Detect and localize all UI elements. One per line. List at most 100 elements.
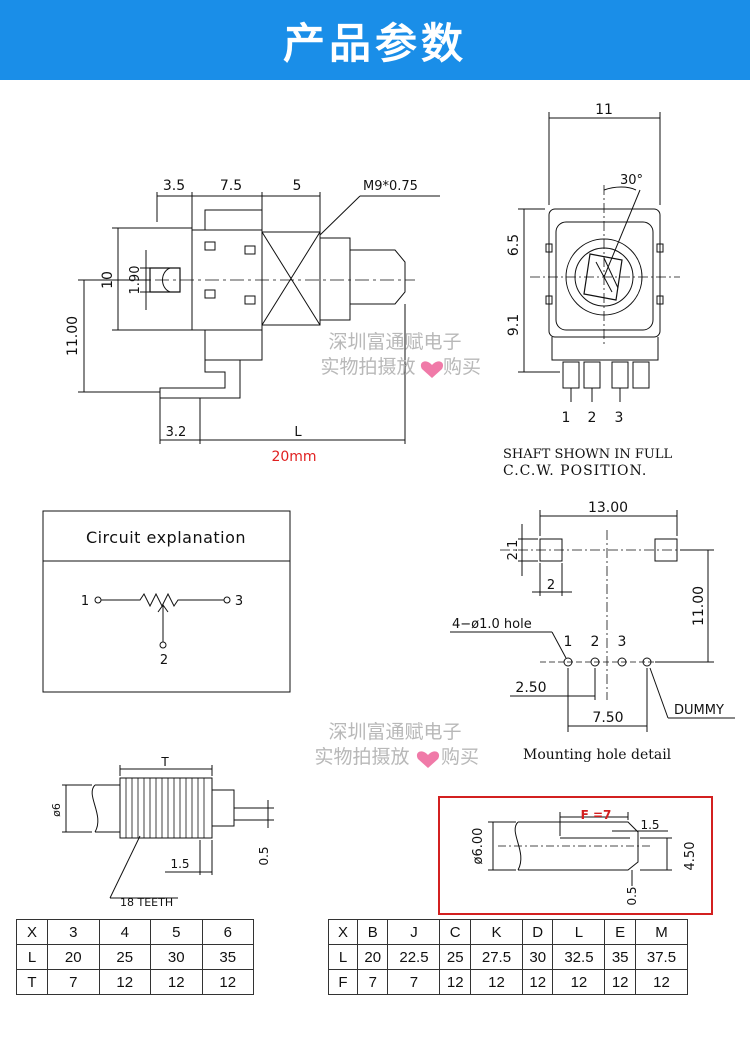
front-pin-2: 2 <box>588 410 597 426</box>
shaft-caption-1: SHAFT SHOWN IN FULL <box>503 447 672 462</box>
table-cell: 20 <box>356 944 389 970</box>
table-cell: 12 <box>521 969 554 995</box>
spec-table-right: X B J C K D L E M L 20 22.5 25 27.5 30 3… <box>328 919 689 995</box>
dim-7-5: 7.5 <box>220 178 242 194</box>
table-cell: T <box>16 969 48 995</box>
dim-13-00: 13.00 <box>588 500 628 516</box>
table-cell: 30 <box>150 944 203 970</box>
table-cell: M <box>634 919 689 945</box>
table-cell: 22.5 <box>387 944 441 970</box>
table-cell: C <box>439 919 471 945</box>
mounting-caption: Mounting hole detail <box>523 747 672 763</box>
watermark2-line-1: 深圳富通赋电子 <box>328 721 461 743</box>
table-cell: E <box>604 919 636 945</box>
table-cell: 25 <box>98 944 151 970</box>
heart-icon-2 <box>416 751 440 768</box>
table-row: X 3 4 5 6 <box>16 919 254 945</box>
table-cell: F <box>328 969 358 995</box>
table-cell: 35 <box>201 944 254 970</box>
dim-3-2: 3.2 <box>166 425 187 440</box>
table-cell: 25 <box>439 944 471 970</box>
table-row: X B J C K D L E M <box>328 919 689 945</box>
table-cell: 37.5 <box>634 944 689 970</box>
page-title: 产品参数 <box>282 18 467 68</box>
table-cell: D <box>521 919 554 945</box>
circuit-box <box>42 510 291 693</box>
dim-t: T <box>160 755 169 769</box>
dim-9-1: 9.1 <box>506 314 522 336</box>
dummy-label: DUMMY <box>674 703 724 718</box>
table-row: T 7 12 12 12 <box>16 969 254 995</box>
mount-pin-3: 3 <box>618 634 627 650</box>
circuit-pin-1: 1 <box>81 594 89 609</box>
mounting-drawing <box>450 510 735 732</box>
table-cell: 12 <box>634 969 689 995</box>
table-cell: 5 <box>150 919 203 945</box>
front-pin-3: 3 <box>615 410 624 426</box>
table-cell: 4 <box>98 919 151 945</box>
table-cell: 3 <box>47 919 100 945</box>
watermark-line-1: 深圳富通赋电子 <box>328 331 461 353</box>
table-cell: 12 <box>439 969 471 995</box>
shaft-caption-2: C.C.W. POSITION. <box>503 463 647 479</box>
table-cell: 30 <box>521 944 554 970</box>
table-row: L 20 25 30 35 <box>16 944 254 970</box>
heart-icon <box>420 361 444 378</box>
table-cell: 12 <box>201 969 254 995</box>
table-cell: 32.5 <box>552 944 606 970</box>
dim-11-00-mount: 11.00 <box>691 586 707 626</box>
table-cell: B <box>356 919 389 945</box>
dim-1-90: 1.90 <box>128 266 143 295</box>
table-cell: 7 <box>387 969 441 995</box>
table-cell: 7 <box>356 969 389 995</box>
table-cell: 12 <box>98 969 151 995</box>
table-cell: 6 <box>201 919 254 945</box>
watermark-line-2a: 实物拍摄放 <box>320 356 415 378</box>
watermark2-line-2a: 实物拍摄放 <box>314 746 409 768</box>
spec-table-left: X 3 4 5 6 L 20 25 30 35 T 7 12 12 12 <box>16 919 254 995</box>
table-cell: L <box>552 919 606 945</box>
mount-pin-1: 1 <box>564 634 573 650</box>
table-cell: 35 <box>604 944 636 970</box>
dim-f: F =7 <box>581 808 612 822</box>
d-shaft-highlight-box <box>438 796 713 915</box>
dim-0-5-knurl: 0.5 <box>257 846 271 865</box>
table-cell: K <box>469 919 523 945</box>
table-cell: 27.5 <box>469 944 523 970</box>
table-cell: 12 <box>552 969 606 995</box>
angle-label: 30° <box>620 173 643 188</box>
table-row: L 20 22.5 25 27.5 30 32.5 35 37.5 <box>328 944 689 970</box>
dim-10: 10 <box>100 271 116 289</box>
dim-1-5-knurl: 1.5 <box>170 857 189 871</box>
dim-dia-6: ø6 <box>50 803 63 817</box>
dim-5: 5 <box>293 178 302 194</box>
dim-11-00: 11.00 <box>65 316 81 356</box>
d-shaft-drawing <box>488 812 672 886</box>
teeth-label: 18 TEETH <box>120 896 173 909</box>
circuit-pin-3: 3 <box>235 594 243 609</box>
circuit-title: Circuit explanation <box>86 528 246 547</box>
hole-label: 4−ø1.0 hole <box>452 617 532 632</box>
dim-dia-6-00: ø6.00 <box>471 828 486 865</box>
table-cell: 20 <box>47 944 100 970</box>
dim-6-5: 6.5 <box>506 234 522 256</box>
table-cell: X <box>328 919 358 945</box>
table-cell: J <box>387 919 441 945</box>
dim-4-50: 4.50 <box>683 842 698 871</box>
length-note: 20mm <box>271 449 316 465</box>
mount-pin-2: 2 <box>591 634 600 650</box>
table-cell: L <box>16 944 48 970</box>
watermark-line-2b: 购买 <box>443 356 481 378</box>
table-cell: 7 <box>47 969 100 995</box>
header-banner: 产品参数 <box>0 0 750 80</box>
dim-l: L <box>294 425 302 440</box>
dim-2: 2 <box>547 578 555 593</box>
front-pin-1: 1 <box>562 410 571 426</box>
table-cell: 12 <box>150 969 203 995</box>
knurled-shaft-drawing <box>62 765 274 899</box>
dim-11: 11 <box>595 102 613 118</box>
side-view-drawing <box>78 192 440 444</box>
dim-7-50: 7.50 <box>592 710 623 726</box>
dim-0-5-d: 0.5 <box>625 886 639 905</box>
